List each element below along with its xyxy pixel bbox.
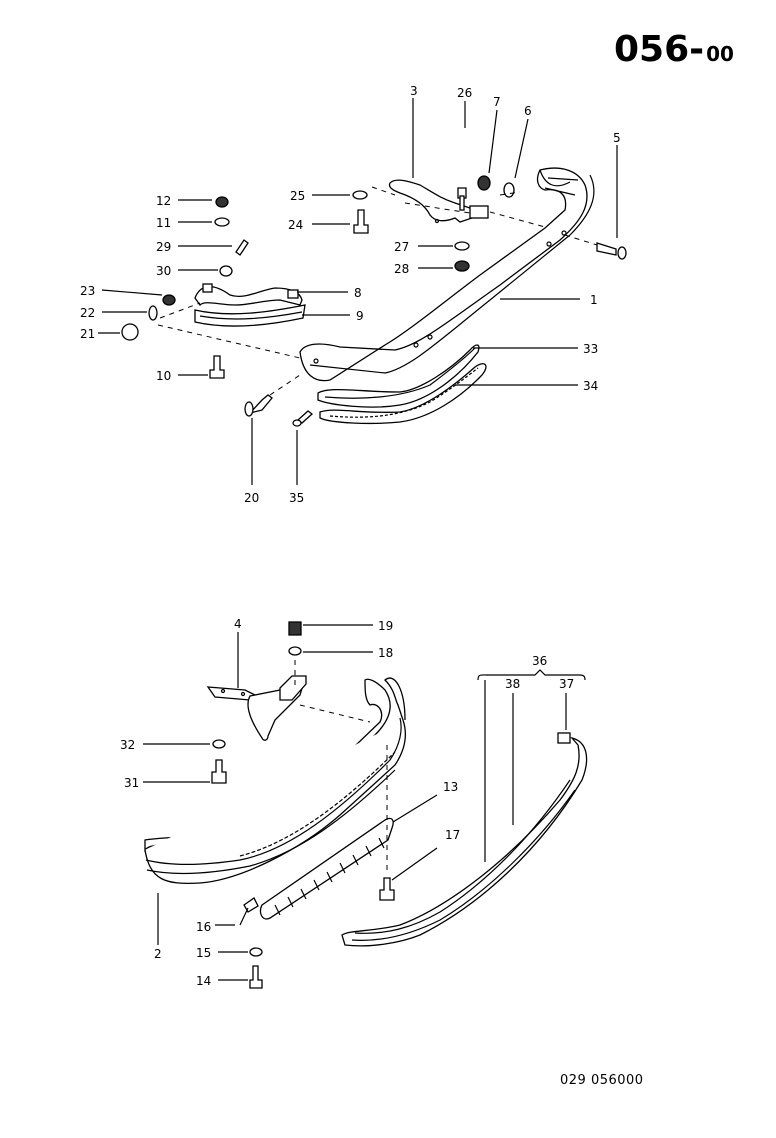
callout-6: 6 [524,104,532,118]
rear-bracket [206,675,307,741]
callout-12: 12 [156,194,171,208]
nut-23 [162,294,176,306]
front-bumper-assembly: 3 26 7 6 5 12 11 29 30 23 22 21 10 25 24… [80,84,627,505]
rear-bumper-rubber-insert [341,732,588,947]
bolt-31 [211,759,227,784]
callout-30: 30 [156,264,171,278]
callout-38: 38 [505,677,520,691]
callout-11: 11 [156,216,171,230]
callout-1: 1 [590,293,598,307]
callout-37: 37 [559,677,574,691]
bolt-20 [248,394,273,415]
callout-4: 4 [234,617,242,631]
washer-25 [352,190,368,200]
callout-8: 8 [354,286,362,300]
washer-6 [503,182,515,198]
front-leader-lines [98,98,618,485]
washer-18 [288,646,302,656]
callout-10: 10 [156,369,171,383]
bolt-17 [379,877,395,901]
washer-15 [249,947,263,957]
washer-11 [214,217,230,227]
callout-34: 34 [583,379,598,393]
callout-9: 9 [356,309,364,323]
callout-35: 35 [289,491,304,505]
front-callouts: 3 26 7 6 5 12 11 29 30 23 22 21 10 25 24… [80,84,621,505]
callout-16: 16 [196,920,211,934]
callout-27: 27 [394,240,409,254]
washer-32 [212,739,226,749]
washer-27 [454,241,470,251]
callout-3: 3 [410,84,418,98]
bolt-29 [235,239,249,256]
rear-leader-lines [143,624,586,981]
rear-hardware [211,621,395,989]
callout-13: 13 [443,780,458,794]
nut-19 [288,621,302,636]
callout-23: 23 [80,284,95,298]
callout-20: 20 [244,491,259,505]
callout-24: 24 [288,218,303,232]
callout-17: 17 [445,828,460,842]
nut-7 [477,175,491,191]
page-number-main: 056 [614,29,690,70]
callout-2: 2 [154,947,162,961]
screw-14 [249,965,263,989]
rear-trim-strip [259,817,394,920]
callout-28: 28 [394,262,409,276]
callout-29: 29 [156,240,171,254]
washer-22 [148,305,158,321]
callout-21: 21 [80,327,95,341]
bolt-10 [209,355,225,379]
rear-callouts: 4 19 18 32 31 13 17 2 16 15 14 36 38 37 [120,617,574,988]
page-number-suffix: 00 [706,42,734,66]
nut-28 [454,260,470,272]
callout-22: 22 [80,306,95,320]
front-hardware [121,175,627,427]
page-number-separator: - [689,29,705,70]
callout-32: 32 [120,738,135,752]
callout-25: 25 [290,189,305,203]
bolt-5 [596,242,617,256]
washer-30 [219,265,233,277]
callout-18: 18 [378,646,393,660]
nut-12 [215,196,229,208]
callout-36: 36 [532,654,547,668]
callout-19: 19 [378,619,393,633]
bolt-24 [353,209,369,234]
front-bracket-left [194,283,306,327]
front-bumper-bar [299,167,595,382]
callout-7: 7 [493,95,501,109]
callout-33: 33 [583,342,598,356]
front-bumper-rubber-strip-lower [319,363,487,425]
callout-31: 31 [124,776,139,790]
callout-5: 5 [613,131,621,145]
front-bracket-right [388,179,489,224]
footer-reference-code: 029 056000 [560,1073,644,1088]
rear-bumper-bar [144,677,406,885]
bushing-21 [121,323,139,341]
clip-16 [243,897,259,913]
callout-14: 14 [196,974,211,988]
rear-bumper-assembly: 4 19 18 32 31 13 17 2 16 15 14 36 38 37 [120,617,588,989]
callout-15: 15 [196,946,211,960]
diagram-page-number: 056-00 [614,32,734,68]
front-bumper-rubber-strip-upper [317,344,480,408]
callout-26: 26 [457,86,472,100]
